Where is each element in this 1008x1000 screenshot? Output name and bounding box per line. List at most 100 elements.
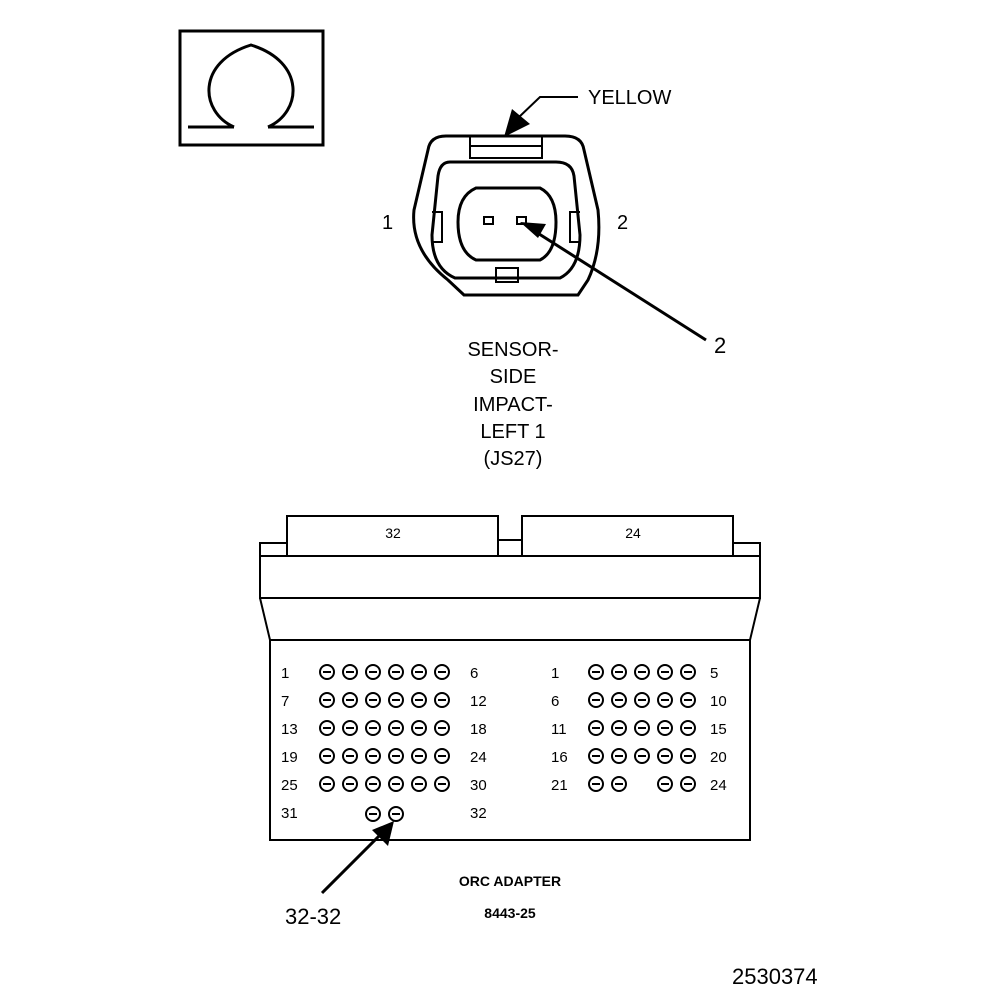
pin-cavity	[365, 806, 381, 822]
sensor-pin-2	[516, 216, 527, 225]
pin-cavity	[434, 748, 450, 764]
pin-cavity	[657, 720, 673, 736]
ohmmeter-symbol	[178, 29, 325, 147]
sensor-name-line-1: SENSOR-	[467, 339, 558, 361]
left-row-end: 30	[470, 777, 487, 794]
sensor-pin-label-1: 1	[382, 212, 393, 234]
left-row-end: 32	[470, 805, 487, 822]
sensor-pin-1	[483, 216, 494, 225]
pin-cavity	[680, 692, 696, 708]
pin-cavity	[634, 720, 650, 736]
pin-cavity	[388, 720, 404, 736]
right-row-start: 16	[551, 749, 568, 766]
pin-cavity	[611, 664, 627, 680]
pin-cavity	[588, 748, 604, 764]
adapter-part-number: 8443-25	[484, 905, 536, 921]
pin-cavity	[611, 720, 627, 736]
sensor-pin-callout: 2	[714, 333, 726, 358]
connector-color-label: YELLOW	[588, 87, 671, 109]
pin-cavity	[588, 692, 604, 708]
pin-cavity	[611, 776, 627, 792]
right-row-start: 11	[551, 721, 567, 738]
pin-cavity	[657, 692, 673, 708]
right-row-end: 20	[710, 749, 727, 766]
pin-cavity	[411, 692, 427, 708]
left-row-start: 31	[281, 805, 298, 822]
pin-cavity	[634, 692, 650, 708]
pin-cavity	[388, 776, 404, 792]
adapter-tab-right: 24	[625, 525, 641, 541]
right-row-start: 6	[551, 693, 559, 710]
adapter-right-rows: 1 5 6 10 11 15 16 20 21 24	[551, 665, 727, 794]
pin-cavity	[319, 692, 335, 708]
pin-cavity	[342, 664, 358, 680]
left-row-end: 12	[470, 693, 487, 710]
pin-cavity	[588, 720, 604, 736]
left-row-start: 7	[281, 693, 289, 710]
pin-cavity	[342, 776, 358, 792]
pin-cavity	[680, 748, 696, 764]
omega-icon	[207, 43, 295, 129]
left-row-end: 6	[470, 665, 478, 682]
adapter-name: ORC ADAPTER	[459, 873, 561, 889]
pin-cavity	[319, 720, 335, 736]
pin-cavity	[342, 748, 358, 764]
pin-cavity	[342, 720, 358, 736]
right-row-end: 15	[710, 721, 727, 738]
sensor-name-line-3: IMPACT-	[473, 394, 553, 416]
pin-cavity	[634, 664, 650, 680]
pin-cavity	[411, 776, 427, 792]
right-row-end: 10	[710, 693, 727, 710]
pin-cavity	[434, 664, 450, 680]
adapter-pin-grid	[319, 664, 696, 822]
pin-cavity	[434, 692, 450, 708]
adapter-tab-left: 32	[385, 525, 401, 541]
pin-cavity	[388, 748, 404, 764]
sensor-name-line-5: (JS27)	[484, 448, 543, 470]
adapter-left-rows: 1 6 7 12 13 18 19 24 25 30 31 32	[281, 665, 487, 822]
pin-cavity	[680, 776, 696, 792]
pin-cavity	[388, 806, 404, 822]
sensor-connector	[412, 134, 601, 297]
left-row-start: 19	[281, 749, 298, 766]
pin-cavity	[680, 720, 696, 736]
pin-cavity	[411, 748, 427, 764]
pin-cavity	[388, 664, 404, 680]
right-row-start: 1	[551, 665, 559, 682]
pin-cavity	[319, 776, 335, 792]
pin-cavity	[434, 720, 450, 736]
pin-cavity	[588, 664, 604, 680]
pin-cavity	[588, 776, 604, 792]
pin-cavity	[657, 776, 673, 792]
left-row-end: 18	[470, 721, 487, 738]
figure-id: 2530374	[732, 964, 818, 989]
pin-cavity	[365, 720, 381, 736]
right-row-end: 5	[710, 665, 718, 682]
left-row-start: 25	[281, 777, 298, 794]
pin-cavity	[388, 692, 404, 708]
pin-cavity	[657, 664, 673, 680]
left-row-start: 1	[281, 665, 289, 682]
sensor-name-line-2: SIDE	[490, 366, 537, 388]
pin-cavity	[319, 748, 335, 764]
orc-adapter	[259, 515, 761, 841]
pin-cavity	[634, 748, 650, 764]
sensor-pin-callout-arrow	[520, 222, 707, 342]
pin-cavity	[611, 748, 627, 764]
pin-cavity	[411, 664, 427, 680]
pin-cavity	[319, 664, 335, 680]
adapter-pin-callout-arrow	[320, 821, 394, 895]
sensor-pin-label-2: 2	[617, 212, 628, 234]
adapter-pin-callout: 32-32	[285, 904, 341, 929]
yellow-leader	[504, 96, 578, 137]
pin-cavity	[365, 776, 381, 792]
sensor-name-line-4: LEFT 1	[480, 421, 545, 443]
pin-cavity	[657, 748, 673, 764]
pin-cavity	[611, 692, 627, 708]
pin-cavity	[365, 748, 381, 764]
pin-cavity	[411, 720, 427, 736]
pin-cavity	[434, 776, 450, 792]
pin-cavity	[342, 692, 358, 708]
pin-cavity	[365, 664, 381, 680]
